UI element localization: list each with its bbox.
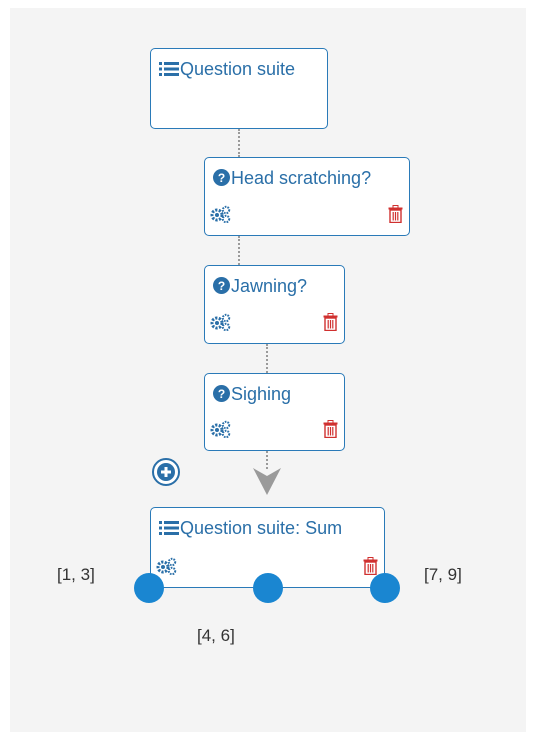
connector-line bbox=[266, 451, 268, 469]
node-title: Question suite: Sum bbox=[159, 518, 342, 541]
trash-icon[interactable] bbox=[388, 205, 403, 228]
question-circle-icon: ? bbox=[213, 385, 230, 407]
svg-text:?: ? bbox=[218, 387, 225, 401]
node-title: ? Sighing bbox=[213, 384, 291, 407]
node-title-text: Question suite: Sum bbox=[180, 518, 343, 538]
node-head-scratching[interactable]: ? Head scratching? bbox=[204, 157, 410, 236]
gears-icon[interactable] bbox=[210, 420, 232, 443]
node-title: Question suite bbox=[159, 59, 295, 82]
output-handle-left[interactable] bbox=[134, 573, 164, 603]
range-label-right: [7, 9] bbox=[424, 565, 462, 584]
range-label-middle: [4, 6] bbox=[197, 626, 235, 645]
output-handle-right[interactable] bbox=[370, 573, 400, 603]
node-title-text: Head scratching? bbox=[231, 168, 372, 188]
node-title: ? Jawning? bbox=[213, 276, 307, 299]
node-jawning[interactable]: ? Jawning? bbox=[204, 265, 345, 344]
list-icon bbox=[159, 61, 179, 82]
svg-text:?: ? bbox=[218, 279, 225, 293]
node-title-text: Jawning? bbox=[231, 276, 308, 296]
node-question-suite[interactable]: Question suite bbox=[150, 48, 328, 129]
trash-icon[interactable] bbox=[323, 313, 338, 336]
node-sighing[interactable]: ? Sighing bbox=[204, 373, 345, 451]
list-icon bbox=[159, 520, 179, 541]
output-handle-middle[interactable] bbox=[253, 573, 283, 603]
connector-line bbox=[266, 344, 268, 373]
node-title: ? Head scratching? bbox=[213, 168, 371, 191]
node-title-text: Sighing bbox=[231, 384, 292, 404]
arrow-down-icon bbox=[251, 452, 283, 503]
question-circle-icon: ? bbox=[213, 169, 230, 191]
svg-text:?: ? bbox=[218, 171, 225, 185]
trash-icon[interactable] bbox=[323, 420, 338, 443]
connector-line bbox=[238, 236, 240, 265]
range-label-left: [1, 3] bbox=[57, 565, 95, 584]
trash-icon[interactable] bbox=[363, 557, 378, 580]
connector-line bbox=[238, 129, 240, 157]
node-title-text: Question suite bbox=[180, 59, 296, 79]
gears-icon[interactable] bbox=[156, 557, 178, 580]
question-circle-icon: ? bbox=[213, 277, 230, 299]
gears-icon[interactable] bbox=[210, 313, 232, 336]
add-node-button[interactable] bbox=[151, 457, 181, 492]
gears-icon[interactable] bbox=[210, 205, 232, 228]
